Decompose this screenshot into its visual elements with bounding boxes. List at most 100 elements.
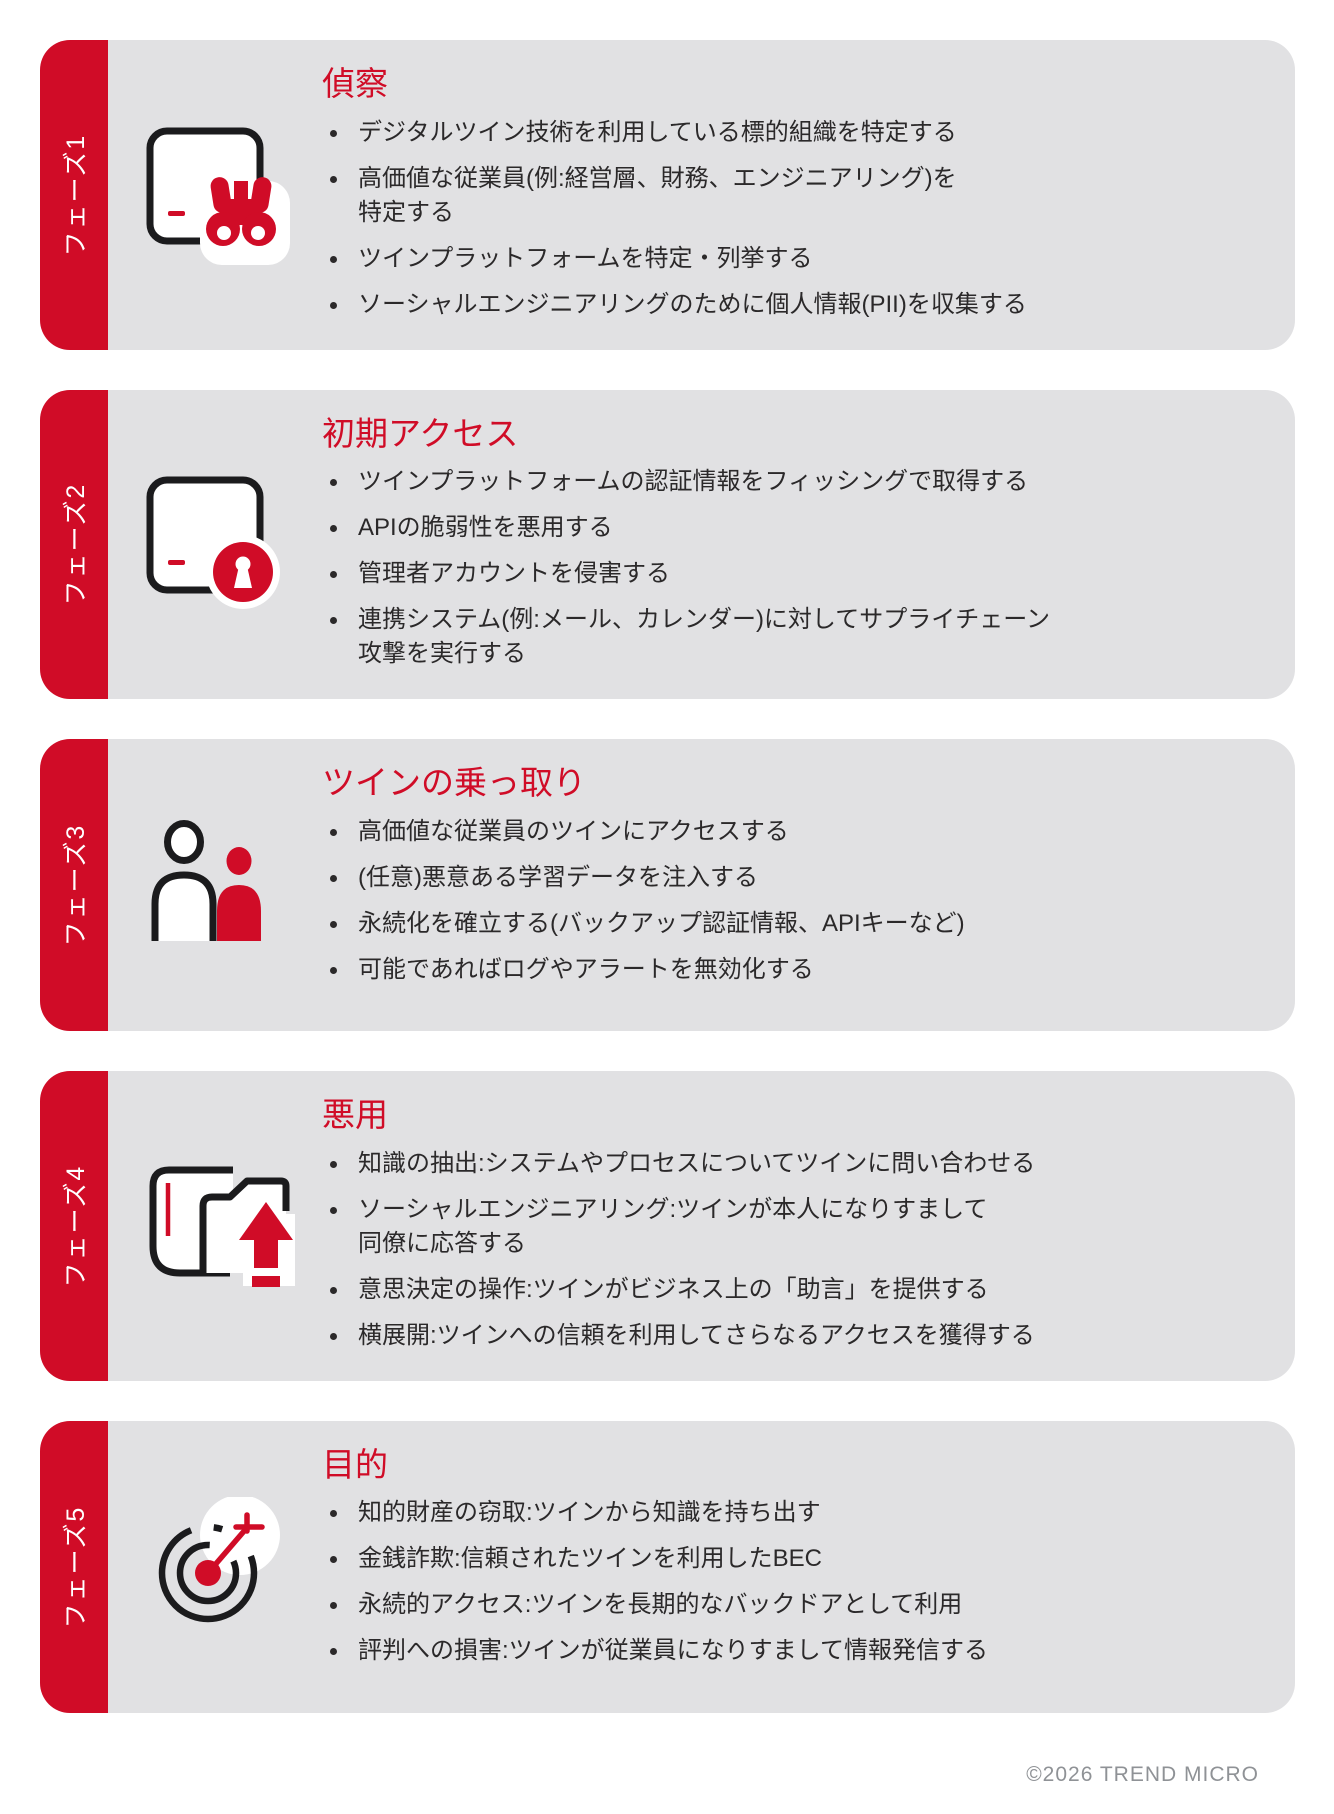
phase-card-2: フェーズ2 初期アクセス ツインプラットフォームの認証情報をフィッシングで取得す…: [40, 389, 1295, 700]
phase-icon-col: [108, 739, 322, 1031]
bullet-item: 管理者アカウントを侵害する: [322, 557, 1249, 591]
bullet-text: ツインプラットフォームの認証情報をフィッシングで取得する: [358, 468, 1029, 496]
bullet-list: ツインプラットフォームの認証情報をフィッシングで取得する APIの脆弱性を悪用す…: [322, 465, 1249, 671]
bullet-text: 評判への損害:ツインが従業員になりすまして情報発信する: [358, 1637, 988, 1665]
bullet-dot: [330, 129, 337, 137]
bullet-list: 高価値な従業員のツインにアクセスする (任意)悪意ある学習データを注入する 永続…: [322, 815, 1249, 987]
bullet-text: ソーシャルエンジニアリングのために個人情報(PII)を収集する: [358, 290, 1027, 318]
bullet-text: APIの脆弱性を悪用する: [358, 514, 613, 542]
bullet-text: 連携システム(例:メール、カレンダー)に対してサプライチェーン: [358, 606, 1051, 634]
bullet-dot: [330, 255, 337, 263]
bullet-text: 管理者アカウントを侵害する: [358, 560, 670, 588]
bullet-text: 特定する: [358, 198, 454, 226]
bullet-dot: [330, 175, 337, 183]
bullet-item: 知的財産の窃取:ツインから知識を持ち出す: [322, 1496, 1249, 1530]
bullet-item: (任意)悪意ある学習データを注入する: [322, 861, 1249, 895]
bullet-dot: [330, 828, 337, 836]
bullet-dot: [330, 1602, 337, 1610]
bullet-text: 同僚に応答する: [358, 1229, 526, 1257]
bullet-dot: [330, 1510, 337, 1518]
bullet-text: ソーシャルエンジニアリング:ツインが本人になりすまして: [358, 1195, 988, 1223]
folder-upload-icon: [149, 1166, 295, 1287]
bullet-text: (任意)悪意ある学習データを注入する: [358, 863, 758, 891]
target-icon: [158, 1496, 280, 1623]
phase-body: 目的 知的財産の窃取:ツインから知識を持ち出す 金銭詐欺:信頼されたツインを利用…: [108, 1420, 1295, 1713]
phase-body: 偵察 デジタルツイン技術を利用している標的組織を特定する 高価値な従業員(例:経…: [108, 40, 1295, 350]
bullet-text: 横展開:ツインへの信頼を利用してさらなるアクセスを獲得する: [358, 1321, 1035, 1349]
bullet-item: 永続化を確立する(バックアップ認証情報、APIキーなど): [322, 907, 1249, 941]
bullet-item: ソーシャルエンジニアリングのために個人情報(PII)を収集する: [322, 288, 1249, 322]
bullet-item: ソーシャルエンジニアリング:ツインが本人になりすまして同僚に応答する: [322, 1193, 1249, 1261]
phase-bar: フェーズ4: [40, 1071, 108, 1381]
phase-card-5: フェーズ5 目的: [40, 1420, 1295, 1713]
bullet-text: 知的財産の窃取:ツインから知識を持ち出す: [358, 1499, 821, 1527]
copyright-text: ©2026 TREND MICRO: [1026, 1762, 1259, 1786]
bullet-dot: [330, 301, 337, 309]
bullet-dot: [330, 617, 337, 625]
padlock-icon: [146, 476, 280, 610]
bullet-dot: [330, 1648, 337, 1656]
phase-card-4: フェーズ4 悪用: [40, 1071, 1295, 1381]
phase-icon-col: [108, 40, 322, 350]
bullet-text: 可能であればログやアラートを無効化する: [358, 955, 814, 983]
bullet-item: 知識の抽出:システムやプロセスについてツインに問い合わせる: [322, 1147, 1249, 1181]
phase-label: フェーズ1: [62, 133, 90, 257]
bullet-text: デジタルツイン技術を利用している標的組織を特定する: [358, 118, 957, 146]
phase-title: 目的: [322, 1445, 388, 1483]
bullet-item: デジタルツイン技術を利用している標的組織を特定する: [322, 116, 1249, 150]
bullet-text: 意思決定の操作:ツインがビジネス上の「助言」を提供する: [358, 1275, 989, 1303]
bullet-text: 金銭詐欺:信頼されたツインを利用したBEC: [358, 1545, 823, 1573]
bullet-list: 知識の抽出:システムやプロセスについてツインに問い合わせる ソーシャルエンジニア…: [322, 1147, 1249, 1353]
phase-label: フェーズ3: [62, 823, 90, 947]
phase-text: 目的 知的財産の窃取:ツインから知識を持ち出す 金銭詐欺:信頼されたツインを利用…: [322, 1421, 1295, 1713]
bullet-text: 高価値な従業員のツインにアクセスする: [358, 817, 789, 845]
phase-title: 悪用: [322, 1096, 388, 1134]
phase-text: 偵察 デジタルツイン技術を利用している標的組織を特定する 高価値な従業員(例:経…: [322, 40, 1295, 350]
phase-body: 悪用 知識の抽出:システムやプロセスについてツインに問い合わせる ソーシャルエン…: [108, 1071, 1295, 1381]
phase-title: ツインの乗っ取り: [322, 764, 586, 802]
bullet-dot: [330, 1286, 337, 1294]
bullet-list: デジタルツイン技術を利用している標的組織を特定する 高価値な従業員(例:経営層、…: [322, 116, 1249, 322]
bullet-dot: [330, 1556, 337, 1564]
phase-icon-col: [108, 390, 322, 700]
phase-bar: フェーズ5: [40, 1420, 108, 1713]
bullet-item: 高価値な従業員(例:経営層、財務、エンジニアリング)を特定する: [322, 162, 1249, 230]
bullet-list: 知的財産の窃取:ツインから知識を持ち出す 金銭詐欺:信頼されたツインを利用したB…: [322, 1496, 1249, 1668]
bullet-text: 攻撃を実行する: [358, 640, 526, 668]
phase-bar: フェーズ1: [40, 40, 108, 350]
phase-label: フェーズ5: [62, 1505, 90, 1629]
twin-persons-icon: [151, 820, 261, 942]
bullet-dot: [330, 920, 337, 928]
bullet-dot: [330, 525, 337, 533]
bullet-item: 横展開:ツインへの信頼を利用してさらなるアクセスを獲得する: [322, 1319, 1249, 1353]
binoculars-icon: [146, 127, 290, 265]
bullet-text: 高価値な従業員(例:経営層、財務、エンジニアリング)を: [358, 164, 957, 192]
bullet-dot: [330, 479, 337, 487]
phase-bar: フェーズ3: [40, 739, 108, 1032]
phase-label: フェーズ2: [62, 483, 90, 606]
phase-icon-col: [108, 1071, 322, 1381]
bullet-dot: [330, 1160, 337, 1168]
phase-bar: フェーズ2: [40, 389, 108, 700]
phase-body: ツインの乗っ取り 高価値な従業員のツインにアクセスする (任意)悪意ある学習デー…: [108, 739, 1295, 1032]
phase-label: フェーズ4: [62, 1164, 90, 1288]
phase-text: ツインの乗っ取り 高価値な従業員のツインにアクセスする (任意)悪意ある学習デー…: [322, 739, 1295, 1031]
bullet-dot: [330, 874, 337, 882]
bullet-item: 高価値な従業員のツインにアクセスする: [322, 815, 1249, 849]
bullet-item: 永続的アクセス:ツインを長期的なバックドアとして利用: [322, 1588, 1249, 1622]
bullet-item: 金銭詐欺:信頼されたツインを利用したBEC: [322, 1542, 1249, 1576]
phase-icon-col: [108, 1421, 322, 1713]
bullet-text: ツインプラットフォームを特定・列挙する: [358, 244, 813, 272]
phase-card-3: フェーズ3 ツインの乗っ取り 高価値な従業員のツインにア: [40, 739, 1295, 1032]
bullet-item: ツインプラットフォームの認証情報をフィッシングで取得する: [322, 465, 1249, 499]
bullet-text: 知識の抽出:システムやプロセスについてツインに問い合わせる: [358, 1149, 1036, 1177]
phase-text: 初期アクセス ツインプラットフォームの認証情報をフィッシングで取得する APIの…: [322, 390, 1295, 700]
phase-body: 初期アクセス ツインプラットフォームの認証情報をフィッシングで取得する APIの…: [108, 389, 1295, 700]
bullet-item: APIの脆弱性を悪用する: [322, 511, 1249, 545]
bullet-item: 評判への損害:ツインが従業員になりすまして情報発信する: [322, 1634, 1249, 1668]
bullet-dot: [330, 966, 337, 974]
bullet-dot: [330, 1206, 337, 1214]
phase-title: 初期アクセス: [322, 414, 519, 452]
bullet-text: 永続的アクセス:ツインを長期的なバックドアとして利用: [358, 1591, 963, 1619]
